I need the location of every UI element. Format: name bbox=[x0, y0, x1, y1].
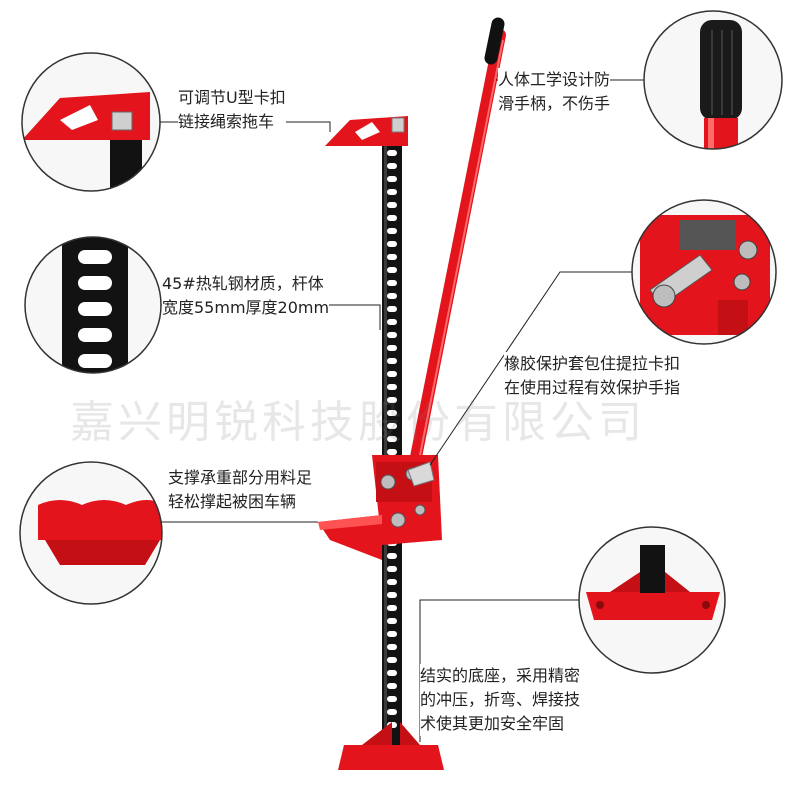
callout-line: 术使其更加安全牢固 bbox=[420, 714, 565, 733]
callout-line: 结实的底座，采用精密 bbox=[420, 666, 581, 685]
lifting-mechanism bbox=[372, 455, 442, 545]
callout-line: 支撑承重部分用料足 bbox=[168, 468, 313, 487]
bar-hole bbox=[387, 189, 397, 195]
bar-hole bbox=[387, 319, 397, 325]
bar-hole bbox=[387, 202, 397, 208]
bar-hole bbox=[387, 644, 397, 650]
callout-line: 链接绳索拖车 bbox=[178, 112, 275, 131]
callout-rubber-cover: 橡胶保护套包住提拉卡扣 在使用过程有效保护手指 bbox=[504, 352, 681, 400]
bar-hole bbox=[387, 280, 397, 286]
jack-foot bbox=[318, 515, 382, 560]
watermark: 嘉兴明锐科技股份有限公司 bbox=[70, 397, 646, 448]
detail-circle-u-clevis bbox=[21, 52, 161, 192]
callout-line: 的冲压，折弯、焊接技 bbox=[420, 690, 581, 709]
bar-hole bbox=[387, 293, 397, 299]
bar-hole bbox=[387, 618, 397, 624]
callout-u-clevis: 可调节U型卡扣 链接绳索拖车 bbox=[178, 86, 286, 134]
jack-bar bbox=[382, 128, 402, 760]
bar-hole bbox=[387, 358, 397, 364]
bar-hole bbox=[387, 345, 397, 351]
bar-hole bbox=[387, 592, 397, 598]
bar-hole bbox=[387, 267, 397, 273]
bar-hole bbox=[387, 306, 397, 312]
bar-hole bbox=[387, 566, 397, 572]
top-u-clevis bbox=[325, 116, 408, 146]
bar-hole bbox=[387, 163, 397, 169]
detail-circle-handle bbox=[643, 10, 783, 150]
bar-hole bbox=[387, 332, 397, 338]
callout-foot: 支撑承重部分用料足 轻松撑起被困车辆 bbox=[168, 466, 313, 514]
jack-handle bbox=[409, 17, 506, 468]
bar-hole bbox=[387, 605, 397, 611]
bar-hole bbox=[387, 436, 397, 442]
bar-hole bbox=[387, 176, 397, 182]
bar-hole bbox=[387, 150, 397, 156]
bar-hole bbox=[387, 696, 397, 702]
detail-circle-base bbox=[578, 526, 726, 674]
bar-hole bbox=[387, 397, 397, 403]
farm-jack bbox=[318, 17, 506, 770]
bar-hole bbox=[387, 670, 397, 676]
bar-hole bbox=[387, 384, 397, 390]
callout-line: 滑手柄，不伤手 bbox=[498, 94, 611, 113]
bar-hole bbox=[387, 423, 397, 429]
callout-line: 在使用过程有效保护手指 bbox=[504, 378, 681, 397]
bar-hole bbox=[387, 579, 397, 585]
jack-base bbox=[338, 722, 444, 770]
callout-handle: 人体工学设计防 滑手柄，不伤手 bbox=[498, 68, 611, 116]
bar-hole bbox=[387, 215, 397, 221]
callout-line: 橡胶保护套包住提拉卡扣 bbox=[504, 354, 681, 373]
callout-base: 结实的底座，采用精密 的冲压，折弯、焊接技 术使其更加安全牢固 bbox=[420, 664, 581, 736]
callout-line: 宽度55mm厚度20mm bbox=[162, 298, 330, 317]
callout-line: 可调节U型卡扣 bbox=[178, 88, 286, 107]
callout-line: 轻松撑起被困车辆 bbox=[168, 492, 297, 511]
bar-hole bbox=[387, 241, 397, 247]
detail-circle-foot bbox=[19, 461, 163, 605]
detail-circle-bar bbox=[24, 236, 162, 374]
bar-hole bbox=[387, 657, 397, 663]
bar-hole bbox=[387, 683, 397, 689]
bar-hole bbox=[387, 631, 397, 637]
callout-line: 45#热轧钢材质，杆体 bbox=[162, 274, 324, 293]
bar-hole bbox=[387, 709, 397, 715]
callout-bar-material: 45#热轧钢材质，杆体 宽度55mm厚度20mm bbox=[162, 272, 330, 320]
bar-hole bbox=[387, 410, 397, 416]
bar-hole bbox=[387, 553, 397, 559]
bar-hole bbox=[387, 371, 397, 377]
detail-circle-mechanism bbox=[631, 199, 777, 345]
bar-hole bbox=[387, 449, 397, 455]
bar-hole bbox=[387, 254, 397, 260]
line-rubber-cover bbox=[429, 271, 632, 466]
callout-line: 人体工学设计防 bbox=[498, 70, 611, 89]
bar-hole bbox=[387, 228, 397, 234]
